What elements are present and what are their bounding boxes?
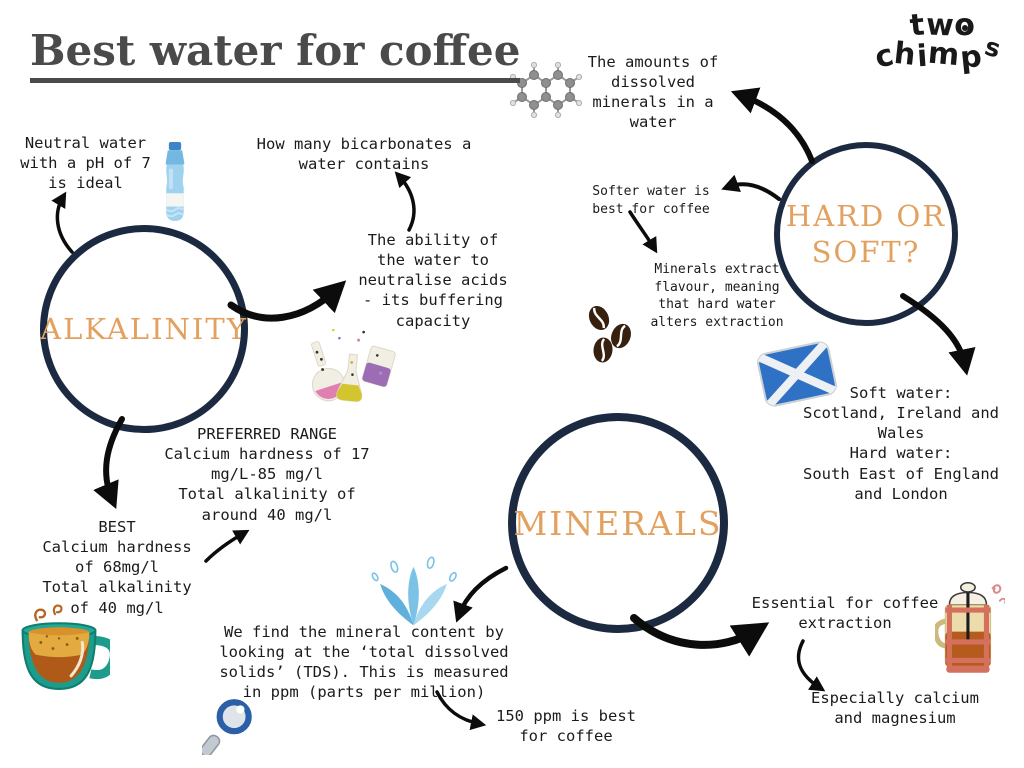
two-chimps-logo: two chimps: [862, 7, 1012, 76]
note-150ppm: 150 ppm is best for coffee: [496, 707, 636, 746]
arrow-to-neutral-water: [51, 191, 74, 254]
note-bicarbonates: How many bicarbonates a water contains: [256, 135, 472, 174]
note-tds: We find the mineral content by looking a…: [219, 623, 509, 702]
french-press-icon: [935, 581, 1005, 673]
arrow-hardsoft-to-softer: [721, 174, 781, 201]
note-best: BEST Calcium hardness of 68mg/l Total al…: [42, 518, 192, 617]
arrow-alkalinity-to-best: [93, 416, 125, 509]
note-regions: Soft water: Scotland, Ireland and Wales …: [803, 384, 999, 503]
alkalinity-circle: ALKALINITY: [40, 225, 248, 433]
magnifier-icon: [202, 699, 252, 755]
note-preferred-range: PREFERRED RANGE Calcium hardness of 17 m…: [164, 425, 370, 524]
minerals-circle: MINERALS: [508, 413, 728, 633]
scotland-flag-icon: [756, 340, 838, 408]
logo-word-chimps: chimps: [871, 31, 1005, 76]
arrow-best-to-preferred: [204, 529, 250, 563]
note-essential: Essential for coffee extraction: [751, 594, 939, 633]
arrow-hardsoft-to-amounts: [730, 87, 815, 164]
note-amounts: The amounts of dissolved minerals in a w…: [587, 53, 719, 132]
arrow-minerals-to-tds: [453, 565, 509, 623]
coffee-beans-icon: [588, 305, 631, 363]
arrow-to-bicarbonates: [394, 171, 416, 232]
water-splash-icon: [371, 556, 457, 626]
note-neutral-water: Neutral water with a pH of 7 is ideal: [20, 134, 151, 193]
flasks-icon: [311, 328, 396, 402]
note-softer-water: Softer water is best for coffee: [592, 184, 710, 217]
coffee-mug-icon: [21, 604, 110, 690]
page-title: Best water for coffee: [30, 26, 521, 83]
note-especially: Especially calcium and magnesium: [811, 689, 979, 728]
note-buffering: The ability of the water to neutralise a…: [358, 231, 508, 330]
logo-word-two: two: [908, 7, 976, 44]
note-minerals-extract: Minerals extract flavour, meaning that h…: [650, 262, 784, 330]
water-bottle-icon: [165, 142, 185, 221]
arrow-essential-to-especially: [796, 639, 826, 692]
hard-or-soft-circle: HARD OR SOFT?: [774, 142, 958, 326]
